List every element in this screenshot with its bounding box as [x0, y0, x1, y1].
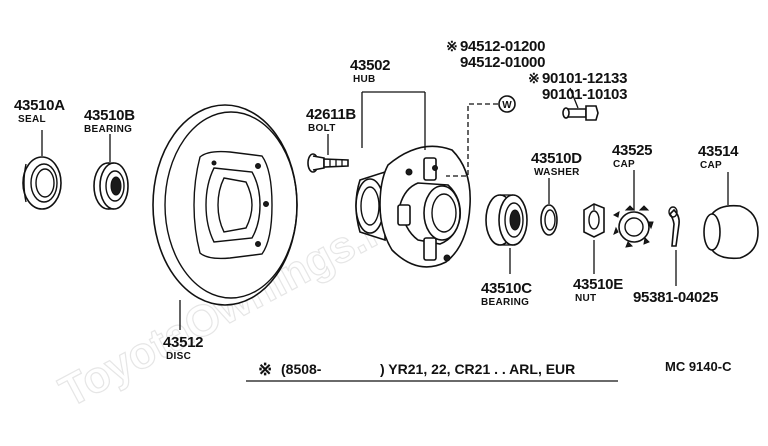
- part-name-hub: HUB: [353, 74, 376, 85]
- part-number-43510e: 43510E: [573, 276, 623, 293]
- footer-note-models: ) YR21, 22, CR21 . . ARL, EUR: [380, 361, 575, 377]
- part-name-washer: WASHER: [534, 167, 580, 178]
- part-number-42611b: 42611B: [306, 106, 356, 123]
- part-name-nut: NUT: [575, 293, 596, 304]
- part-name-disc: DISC: [166, 351, 191, 362]
- part-number-43525: 43525: [612, 142, 652, 159]
- part-number-43514: 43514: [698, 143, 739, 160]
- seal-43510a: [22, 156, 62, 210]
- footer-note-mark: ※: [258, 360, 272, 379]
- part-number-43510b: 43510B: [84, 107, 135, 124]
- part-name-cap-43514: CAP: [700, 160, 722, 171]
- part-number-43510c: 43510C: [481, 280, 532, 297]
- circle-mark-text: W: [502, 100, 512, 111]
- part-name-bolt: BOLT: [308, 123, 336, 134]
- part-number-90101-10103: 90101-10103: [542, 86, 627, 103]
- nut-43510e: [583, 203, 605, 238]
- diagram-code: MC 9140-C: [665, 359, 732, 374]
- part-number-43512: 43512: [163, 334, 203, 351]
- part-number-43502: 43502: [350, 57, 390, 74]
- part-number-90101-12133: 90101-12133: [542, 70, 627, 87]
- mark-symbol-94512: ※: [446, 38, 458, 54]
- part-name-seal: SEAL: [18, 114, 46, 125]
- part-name-cap-43525: CAP: [613, 159, 635, 170]
- cotter-pin-95381: [668, 206, 680, 247]
- cap-43525: [612, 205, 654, 248]
- mark-symbol-90101: ※: [528, 70, 540, 86]
- disc-43512: [152, 104, 298, 306]
- part-number-43510d: 43510D: [531, 150, 582, 167]
- washer-43510d: [540, 204, 558, 236]
- marked-part-94512: W: [498, 95, 516, 113]
- part-number-95381: 95381-04025: [633, 289, 718, 306]
- footer-note-date: (8508-: [281, 361, 322, 377]
- part-name-bearing-b: BEARING: [84, 124, 132, 135]
- cap-43514: [703, 204, 759, 260]
- part-number-94512-01000: 94512-01000: [460, 54, 545, 71]
- part-number-43510a: 43510A: [14, 97, 65, 114]
- bolt-90101: [562, 105, 599, 121]
- part-number-94512-01200: 94512-01200: [460, 38, 545, 55]
- bearing-43510c: [485, 194, 528, 246]
- bolt-42611b: [307, 153, 349, 173]
- bearing-43510b: [93, 162, 129, 210]
- part-name-bearing-c: BEARING: [481, 297, 529, 308]
